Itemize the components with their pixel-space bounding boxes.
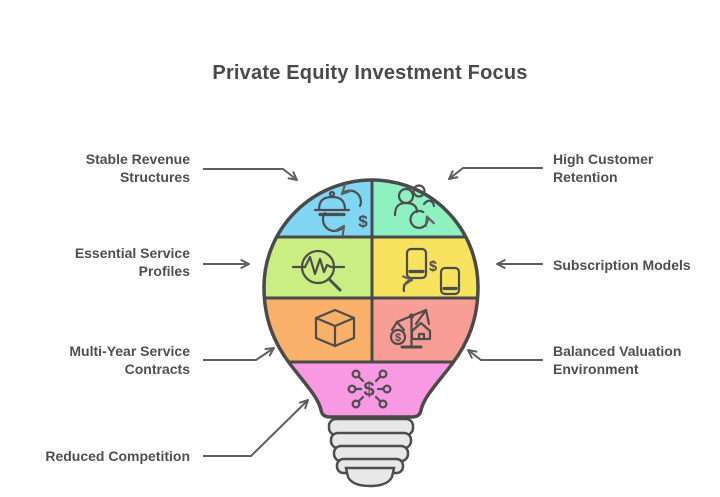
callout-arrows <box>203 167 543 457</box>
label-multi-year-contracts: Multi-Year Service Contracts <box>69 343 190 377</box>
arrow-reduced-competition <box>203 399 309 457</box>
arrow-high-customer <box>448 167 543 180</box>
label-balanced-valuation: Balanced Valuation Environment <box>553 343 682 377</box>
label-subscription-models: Subscription Models <box>553 257 691 273</box>
base-tip <box>344 466 396 488</box>
users-refresh-icon <box>393 184 436 230</box>
dollar-glyph: $ <box>395 332 401 344</box>
segment-essential-service <box>264 237 372 298</box>
pulse-magnifier-icon <box>291 249 346 292</box>
label-stable-revenue: Stable Revenue Structures <box>85 151 190 185</box>
arrow-multi-year <box>203 347 275 361</box>
label-reduced-competition: Reduced Competition <box>45 448 190 464</box>
label-essential-service: Essential Service Profiles <box>74 245 190 279</box>
label-high-customer-retention: High Customer Retention <box>553 151 654 185</box>
segment-stable-revenue <box>264 180 372 237</box>
dollar-glyph: $ <box>358 212 368 231</box>
arrow-stable-revenue <box>203 168 298 181</box>
page-title: Private Equity Investment Focus <box>212 62 528 85</box>
dollar-network-icon: $ <box>347 369 392 409</box>
balance-scale-icon: $ <box>389 308 432 349</box>
dollar-glyph: $ <box>363 379 374 401</box>
segment-balanced-valuation <box>372 298 478 362</box>
devices-dollar-exchange-icon: $ <box>402 247 461 296</box>
dollar-glyph: $ <box>429 259 437 275</box>
dish-dollar-cycle-icon: $ <box>313 183 368 237</box>
cube-icon <box>314 308 356 348</box>
bulb-outline <box>262 178 480 419</box>
segment-high-customer-retention <box>372 180 478 237</box>
bulb-screw-base <box>327 417 415 488</box>
arrow-balanced-valuation <box>467 349 543 361</box>
